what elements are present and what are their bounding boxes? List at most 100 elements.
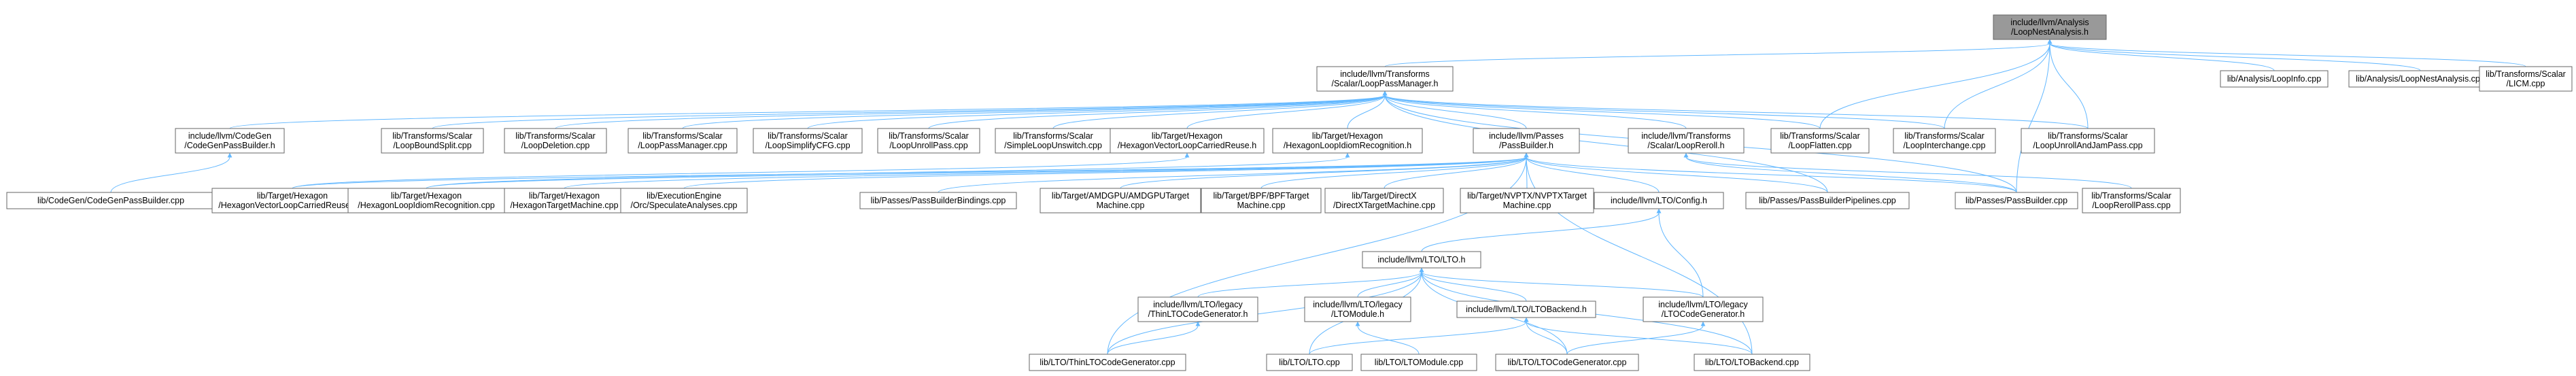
node-label: lib/Transforms/Scalar xyxy=(2486,69,2566,79)
node-label: lib/Transforms/Scalar xyxy=(768,131,848,141)
node-box xyxy=(211,188,373,213)
node-include-llvm-transforms-scalar-loopreroll-h[interactable]: include/llvm/Transforms/Scalar/LoopRerol… xyxy=(1628,128,1745,154)
node-lib-passes-passbuilderpipelines-cpp[interactable]: lib/Passes/PassBuilderPipelines.cpp xyxy=(1745,192,1910,209)
node-box xyxy=(1266,354,1353,371)
node-label: lib/Target/Hexagon xyxy=(257,191,328,201)
node-lib-transforms-scalar-loopinterchange-cpp[interactable]: lib/Transforms/Scalar/LoopInterchange.cp… xyxy=(1893,128,1996,154)
edge-n14-n21 xyxy=(426,152,1529,189)
node-lib-transforms-scalar-simpleloopunswitch-cpp[interactable]: lib/Transforms/Scalar/SimpleLoopUnswitch… xyxy=(995,128,1112,154)
node-lib-target-hexagon-hexagonloopidiomrecognition-h[interactable]: lib/Target/Hexagon/HexagonLoopIdiomRecog… xyxy=(1272,128,1423,154)
node-include-llvm-lto-legacy-ltomodule-h[interactable]: include/llvm/LTO/legacy/LTOModule.h xyxy=(1304,296,1411,322)
node-label: /Orc/SpeculateAnalyses.cpp xyxy=(630,201,737,210)
node-box xyxy=(347,188,505,213)
node-label: lib/Transforms/Scalar xyxy=(2091,191,2171,201)
node-lib-lto-ltomodule-cpp[interactable]: lib/LTO/LTOModule.cpp xyxy=(1360,354,1477,371)
node-lib-analysis-loopinfo-cpp[interactable]: lib/Analysis/LoopInfo.cpp xyxy=(2220,70,2329,88)
node-lib-lto-thinltocodegenerator-cpp[interactable]: lib/LTO/ThinLTOCodeGenerator.cpp xyxy=(1029,354,1186,371)
node-label: lib/Transforms/Scalar xyxy=(392,131,473,141)
node-include-llvm-lto-ltobackend-h[interactable]: include/llvm/LTO/LTOBackend.h xyxy=(1456,301,1596,318)
node-label: /LoopBoundSplit.cpp xyxy=(393,141,471,150)
node-lib-transforms-scalar-loopsimplifycfg-cpp[interactable]: lib/Transforms/Scalar/LoopSimplifyCFG.cp… xyxy=(753,128,863,154)
node-label: include/llvm/LTO/LTO.h xyxy=(1378,255,1466,264)
edge-n15-n32 xyxy=(1683,152,2132,189)
node-box xyxy=(1456,301,1596,318)
edge-n0-n18 xyxy=(2047,39,2089,129)
node-box xyxy=(1201,188,1322,213)
node-label: lib/Transforms/Scalar xyxy=(1780,131,1860,141)
edge-n14-n23 xyxy=(683,152,1529,189)
node-label: include/llvm/Analysis xyxy=(2010,18,2089,27)
node-label: /LoopFlatten.cpp xyxy=(1788,141,1851,150)
node-box xyxy=(2220,70,2329,88)
node-box xyxy=(877,128,980,154)
edge-n14-n25 xyxy=(1120,152,1529,189)
node-lib-transforms-scalar-licm-cpp[interactable]: lib/Transforms/Scalar/LICM.cpp xyxy=(2479,66,2573,92)
node-label: lib/Target/Hexagon xyxy=(1152,131,1222,141)
node-label: lib/Target/Hexagon xyxy=(529,191,600,201)
edge-n36-n41 xyxy=(1524,317,1568,355)
node-lib-lto-lto-cpp[interactable]: lib/LTO/LTO.cpp xyxy=(1266,354,1353,371)
node-lib-target-hexagon-hexagonvectorloopcarriedreuse-cpp[interactable]: lib/Target/Hexagon/HexagonVectorLoopCarr… xyxy=(211,188,373,213)
node-label: lib/LTO/ThinLTOCodeGenerator.cpp xyxy=(1040,358,1175,367)
edge-n1-n15 xyxy=(1382,90,1687,129)
node-lib-target-hexagon-hexagonvectorloopcarriedreuse-h[interactable]: lib/Target/Hexagon/HexagonVectorLoopCarr… xyxy=(1110,128,1265,154)
edge-n0-n31 xyxy=(2016,39,2053,193)
node-label: /LoopDeletion.cpp xyxy=(521,141,590,150)
node-box xyxy=(1893,128,1996,154)
node-label: /HexagonVectorLoopCarriedReuse.cpp xyxy=(218,201,366,210)
node-label: include/llvm/LTO/legacy xyxy=(1153,300,1243,309)
node-include-llvm-lto-lto-h[interactable]: include/llvm/LTO/LTO.h xyxy=(1362,251,1481,269)
edge-n1-n11 xyxy=(1052,90,1388,129)
node-label: Machine.cpp xyxy=(1097,201,1145,210)
node-lib-transforms-scalar-loopunrollpass-cpp[interactable]: lib/Transforms/Scalar/LoopUnrollPass.cpp xyxy=(877,128,980,154)
node-lib-transforms-scalar-looppassmanager-cpp[interactable]: lib/Transforms/Scalar/LoopPassManager.cp… xyxy=(628,128,738,154)
node-include-llvm-lto-legacy-ltocodegenerator-h[interactable]: include/llvm/LTO/legacy/LTOCodeGenerator… xyxy=(1643,296,1764,322)
edge-n1-n12 xyxy=(1186,90,1388,129)
node-box xyxy=(753,128,863,154)
node-label: Machine.cpp xyxy=(1237,201,1286,210)
node-label: include/llvm/Transforms xyxy=(1340,69,1430,79)
node-lib-analysis-loopnestanalysis-cpp[interactable]: lib/Analysis/LoopNestAnalysis.cpp xyxy=(2348,70,2492,88)
node-box xyxy=(504,128,607,154)
node-box xyxy=(381,128,484,154)
node-lib-target-amdgpu-amdgputargetmachine-cpp[interactable]: lib/Target/AMDGPU/AMDGPUTargetMachine.cp… xyxy=(1040,188,1201,213)
node-include-llvm-codegen-codegenpassbuilder-h[interactable]: include/llvm/CodeGen/CodeGenPassBuilder.… xyxy=(175,128,285,154)
node-lib-target-hexagon-hexagonloopidiomrecognition-cpp[interactable]: lib/Target/Hexagon/HexagonLoopIdiomRecog… xyxy=(347,188,505,213)
node-lib-transforms-scalar-loopflatten-cpp[interactable]: lib/Transforms/Scalar/LoopFlatten.cpp xyxy=(1770,128,1870,154)
node-include-llvm-lto-config-h[interactable]: include/llvm/LTO/Config.h xyxy=(1594,192,1724,209)
node-label: /LICM.cpp xyxy=(2507,79,2545,88)
node-include-llvm-lto-legacy-thinltocodegenerator-h[interactable]: include/llvm/LTO/legacy/ThinLTOCodeGener… xyxy=(1137,296,1258,322)
node-include-llvm-analysis-loopnestanalysis-h[interactable]: include/llvm/Analysis/LoopNestAnalysis.h xyxy=(1993,14,2107,40)
node-lib-passes-passbuilderbindings-cpp[interactable]: lib/Passes/PassBuilderBindings.cpp xyxy=(859,192,1017,209)
node-lib-transforms-scalar-loopboundsplit-cpp[interactable]: lib/Transforms/Scalar/LoopBoundSplit.cpp xyxy=(381,128,484,154)
node-box xyxy=(1304,296,1411,322)
edge-n1-n10 xyxy=(928,90,1388,129)
node-include-llvm-passes-passbuilder-h[interactable]: include/llvm/Passes/PassBuilder.h xyxy=(1473,128,1580,154)
edge-n0-n2 xyxy=(2047,39,2275,71)
node-lib-transforms-scalar-loopunrollandjampass-cpp[interactable]: lib/Transforms/Scalar/LoopUnrollAndJamPa… xyxy=(2021,128,2155,154)
node-lib-executionengine-orc-speculateanalyses-cpp[interactable]: lib/ExecutionEngine/Orc/SpeculateAnalyse… xyxy=(620,188,748,213)
node-box xyxy=(1594,192,1724,209)
node-label: /LoopInterchange.cpp xyxy=(1904,141,1986,150)
edge-n29-n37 xyxy=(1656,208,1704,298)
node-label: lib/Transforms/Scalar xyxy=(1904,131,1985,141)
node-label: lib/LTO/LTOBackend.cpp xyxy=(1705,358,1799,367)
node-lib-target-hexagon-hexagontargetmachine-cpp[interactable]: lib/Target/Hexagon/HexagonTargetMachine.… xyxy=(504,188,625,213)
node-lib-lto-ltobackend-cpp[interactable]: lib/LTO/LTOBackend.cpp xyxy=(1694,354,1810,371)
node-lib-transforms-scalar-looprerollpass-cpp[interactable]: lib/Transforms/Scalar/LoopRerollPass.cpp xyxy=(2082,188,2181,213)
node-box xyxy=(1745,192,1910,209)
node-label: lib/Target/Hexagon xyxy=(391,191,462,201)
node-lib-transforms-scalar-loopdeletion-cpp[interactable]: lib/Transforms/Scalar/LoopDeletion.cpp xyxy=(504,128,607,154)
node-label: include/llvm/LTO/LTOBackend.h xyxy=(1466,305,1587,314)
node-label: lib/LTO/LTOCodeGenerator.cpp xyxy=(1508,358,1627,367)
edge-n0-n4 xyxy=(2047,39,2526,67)
node-lib-passes-passbuilder-cpp[interactable]: lib/Passes/PassBuilder.cpp xyxy=(1955,192,2078,209)
node-lib-codegen-codegenpassbuilder-cpp[interactable]: lib/CodeGen/CodeGenPassBuilder.cpp xyxy=(6,192,216,209)
node-lib-lto-ltocodegenerator-cpp[interactable]: lib/LTO/LTOCodeGenerator.cpp xyxy=(1495,354,1639,371)
node-lib-target-directx-directxtargetmachine-cpp[interactable]: lib/Target/DirectX/DirectXTargetMachine.… xyxy=(1324,188,1444,213)
edge-n1-n30 xyxy=(1382,90,1828,193)
node-include-llvm-transforms-scalar-looppassmanager-h[interactable]: include/llvm/Transforms/Scalar/LoopPassM… xyxy=(1316,66,1454,92)
